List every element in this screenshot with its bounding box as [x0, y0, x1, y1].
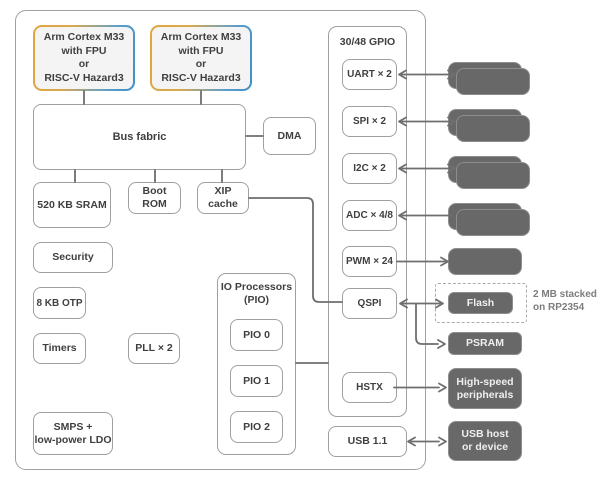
pio-title-line1: IO Processors	[220, 281, 293, 293]
pwm-peripheral-block	[448, 248, 522, 275]
dma-label: DMA	[277, 129, 302, 142]
cpu1-line2: with FPU	[178, 44, 224, 57]
usb-block: USB 1.1	[328, 426, 407, 457]
flash-note-line2: on RP2354	[533, 302, 585, 313]
xip-line1: XIP	[214, 185, 232, 197]
psram-label: PSRAM	[466, 337, 504, 349]
timers-block: Timers	[33, 333, 86, 364]
pio0-block: PIO 0	[230, 319, 283, 351]
spi-peripheral-stack-front	[456, 115, 530, 142]
uart-block: UART × 2	[342, 59, 397, 90]
cpu0-line1: Arm Cortex M33	[43, 31, 125, 43]
security-label: Security	[52, 251, 94, 263]
pll-label: PLL × 2	[135, 342, 173, 354]
pio-title: IO Processors (PIO)	[217, 281, 296, 307]
usb-host-block: USB host or device	[448, 421, 522, 461]
cpu-core-1-block: Arm Cortex M33 with FPU or RISC-V Hazard…	[150, 25, 252, 91]
flash-label: Flash	[466, 296, 495, 309]
spi-block: SPI × 2	[342, 106, 397, 137]
pio1-block: PIO 1	[230, 365, 283, 397]
cpu1-line4: RISC-V Hazard3	[161, 71, 241, 84]
boot-rom-line2: ROM	[142, 198, 167, 210]
gpio-title-label: 30/48 GPIO	[339, 36, 396, 48]
cpu1-line1: Arm Cortex M33	[160, 31, 242, 43]
pio1-label: PIO 1	[243, 374, 270, 387]
xip-cache-block: XIP cache	[197, 182, 249, 214]
hs-line1: High-speed	[456, 375, 514, 388]
sram-block: 520 KB SRAM	[33, 182, 111, 228]
uart-peripheral-stack-front	[456, 68, 530, 95]
cpu0-line2: with FPU	[61, 44, 107, 57]
pll-block: PLL × 2	[128, 333, 180, 364]
gpio-title: 30/48 GPIO	[328, 36, 407, 48]
pio2-block: PIO 2	[230, 411, 283, 443]
usb-host-line1: USB host	[461, 428, 509, 440]
i2c-label: I2C × 2	[353, 163, 386, 174]
cpu0-line4: RISC-V Hazard3	[44, 71, 124, 84]
otp-block: 8 KB OTP	[33, 287, 86, 319]
smps-block: SMPS + low-power LDO	[33, 412, 113, 455]
qspi-label: QSPI	[357, 298, 382, 309]
hstx-block: HSTX	[342, 372, 397, 403]
cpu-core-0-block: Arm Cortex M33 with FPU or RISC-V Hazard…	[33, 25, 135, 91]
pio-title-line2: (PIO)	[243, 294, 270, 306]
uart-label: UART × 2	[347, 69, 392, 80]
i2c-block: I2C × 2	[342, 153, 397, 184]
cpu1-line3: or	[195, 58, 207, 70]
qspi-block: QSPI	[342, 288, 397, 319]
pwm-block: PWM × 24	[342, 246, 397, 277]
i2c-peripheral-stack-front	[456, 162, 530, 189]
bus-fabric-label: Bus fabric	[112, 130, 167, 143]
high-speed-peripherals-block: High-speed peripherals	[448, 368, 522, 409]
flash-block: Flash	[448, 292, 513, 314]
cpu0-line3: or	[78, 58, 90, 70]
pwm-label: PWM × 24	[346, 256, 393, 267]
smps-line2: low-power LDO	[34, 433, 112, 446]
smps-line1: SMPS +	[53, 420, 93, 433]
boot-rom-block: Boot ROM	[128, 182, 181, 214]
psram-block: PSRAM	[448, 332, 522, 355]
dma-block: DMA	[263, 117, 316, 155]
boot-rom-line1: Boot	[142, 185, 167, 197]
adc-label: ADC × 4/8	[346, 210, 393, 221]
flash-note-line1: 2 MB stacked	[533, 289, 597, 300]
spi-label: SPI × 2	[352, 116, 387, 127]
pio2-label: PIO 2	[243, 420, 270, 433]
adc-block: ADC × 4/8	[342, 200, 397, 231]
hstx-label: HSTX	[356, 382, 383, 393]
security-block: Security	[33, 242, 113, 273]
usb-host-line2: or device	[461, 441, 509, 453]
usb-label: USB 1.1	[347, 435, 388, 447]
bus-fabric-block: Bus fabric	[33, 104, 246, 170]
otp-label: 8 KB OTP	[36, 297, 83, 309]
adc-peripheral-stack-front	[456, 209, 530, 236]
sram-label: 520 KB SRAM	[37, 198, 107, 211]
flash-note: 2 MB stacked on RP2354	[533, 288, 601, 314]
timers-label: Timers	[42, 342, 77, 354]
hs-line2: peripherals	[456, 388, 514, 401]
xip-line2: cache	[208, 198, 238, 210]
pio0-label: PIO 0	[243, 328, 270, 341]
